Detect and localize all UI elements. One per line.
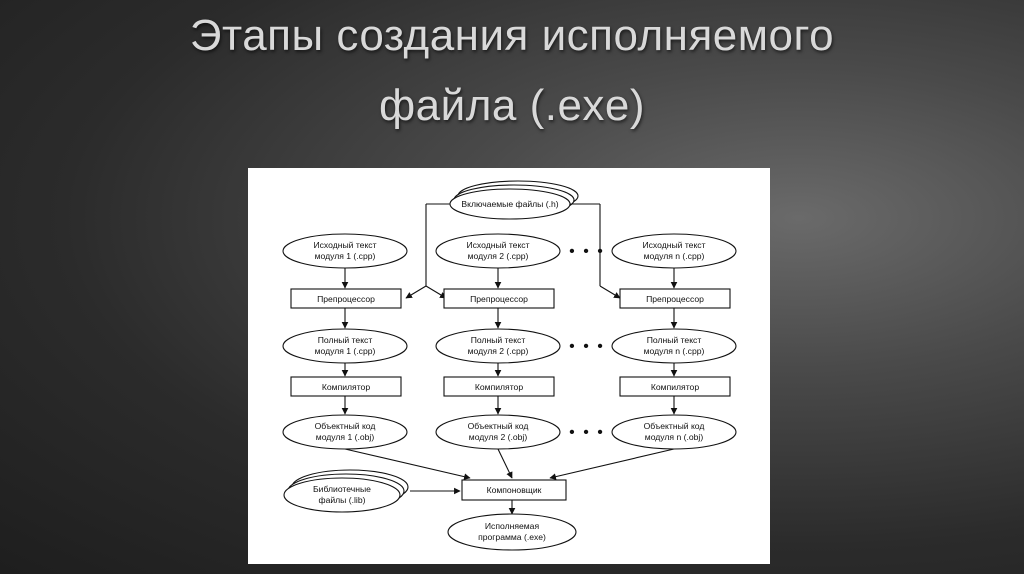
object-label-2b: модуля 2 (.obj) — [469, 432, 528, 442]
object-label-1b: модуля 1 (.obj) — [316, 432, 375, 442]
source-label-1a: Исходный текст — [313, 240, 376, 250]
source-label-2b: модуля 2 (.cpp) — [468, 251, 529, 261]
full-text-label-na: Полный текст — [647, 335, 702, 345]
compiler-node-1 — [290, 376, 402, 397]
full-text-label-2b: модуля 2 (.cpp) — [468, 346, 529, 356]
compiler-label-n: Компилятор — [651, 382, 699, 392]
full-text-label-nb: модуля n (.cpp) — [644, 346, 705, 356]
slide-title-line-2: файла (.exe) — [378, 81, 646, 130]
compiler-node-n — [619, 376, 731, 397]
object-label-1a: Объектный код — [315, 421, 376, 431]
source-label-nb: модуля n (.cpp) — [644, 251, 705, 261]
executable-label-b: программа (.exe) — [478, 532, 546, 542]
source-label-1b: модуля 1 (.cpp) — [315, 251, 376, 261]
libraries-label-b: файлы (.lib) — [319, 495, 366, 505]
full-text-label-1b: модуля 1 (.cpp) — [315, 346, 376, 356]
ellipsis-row-2: • • • — [569, 338, 605, 355]
compiler-label-1: Компилятор — [322, 382, 370, 392]
preprocessor-label-n: Препроцессор — [646, 294, 704, 304]
preprocessor-label-2: Препроцессор — [470, 294, 528, 304]
object-label-2a: Объектный код — [468, 421, 529, 431]
full-text-label-1a: Полный текст — [318, 335, 373, 345]
compiler-label-2: Компилятор — [475, 382, 523, 392]
object-label-na: Объектный код — [644, 421, 705, 431]
source-label-na: Исходный текст — [642, 240, 705, 250]
preprocessor-label-1: Препроцессор — [317, 294, 375, 304]
slide-title-line-1: Этапы создания исполняемого — [189, 11, 835, 60]
libraries-node — [283, 477, 401, 513]
linker-label: Компоновщик — [487, 485, 542, 495]
preprocessor-node-1 — [290, 288, 402, 309]
diagram-panel: Включаемые файлы (.h) Исходный текст мод… — [248, 168, 770, 564]
compiler-node-2 — [443, 376, 555, 397]
full-text-label-2a: Полный текст — [471, 335, 526, 345]
build-process-diagram: Включаемые файлы (.h) Исходный текст мод… — [282, 180, 737, 551]
ellipsis-row-3: • • • — [569, 424, 605, 441]
executable-node — [447, 513, 577, 551]
linker-node — [461, 479, 567, 501]
preprocessor-node-n — [619, 288, 731, 309]
object-label-nb: модуля n (.obj) — [645, 432, 704, 442]
include-files-label: Включаемые файлы (.h) — [461, 199, 558, 209]
source-label-2a: Исходный текст — [466, 240, 529, 250]
libraries-label-a: Библиотечные — [313, 484, 371, 494]
ellipsis-row-1: • • • — [569, 243, 605, 260]
executable-label-a: Исполняемая — [485, 521, 540, 531]
preprocessor-node-2 — [443, 288, 555, 309]
